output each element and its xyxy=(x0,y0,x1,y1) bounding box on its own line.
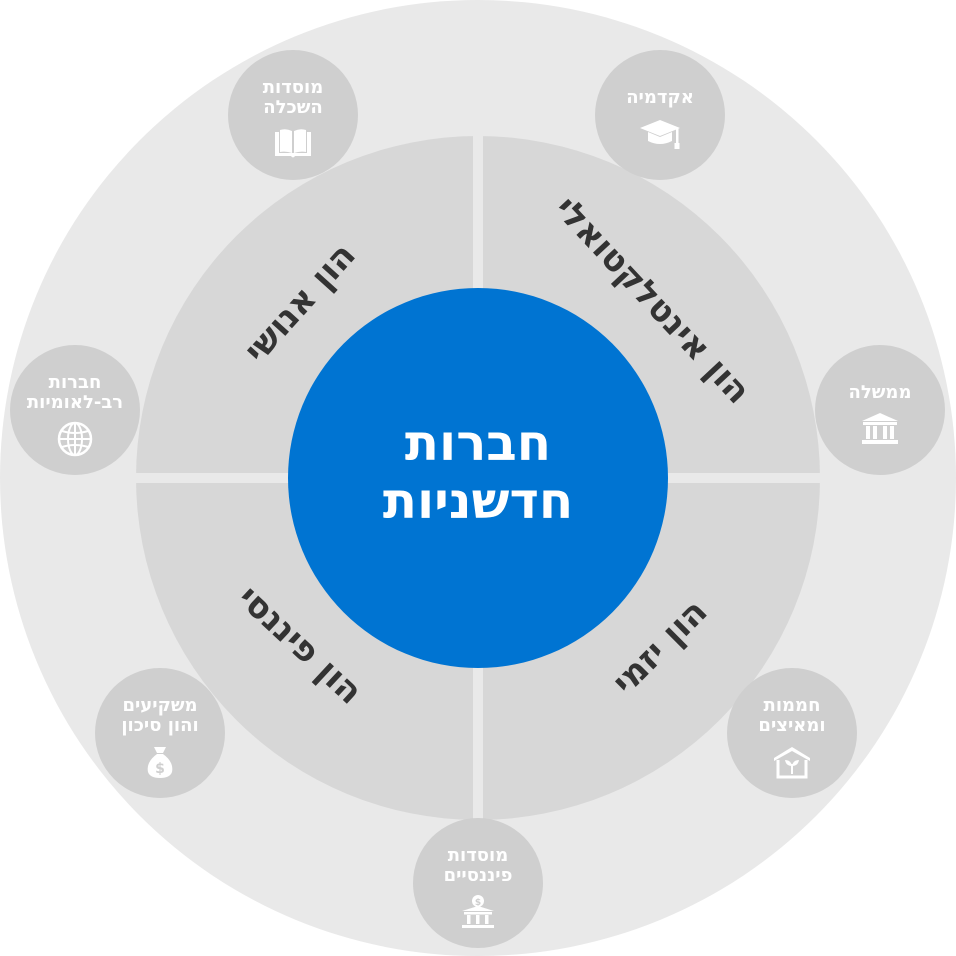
node-academia-line1: אקדמיה xyxy=(626,87,694,108)
center-title: חברות חדשניות xyxy=(288,282,668,662)
center-title-line2: חדשניות xyxy=(382,472,574,530)
node-financial-institutions-line2: פיננסיים xyxy=(443,865,513,886)
money-bag-icon: $ xyxy=(147,747,173,778)
node-education-line2: השכלה xyxy=(263,97,323,118)
node-incubators-line2: ומאיצים xyxy=(758,715,826,736)
greenhouse-icon xyxy=(774,747,810,779)
node-investors: משקיעים והון סיכון $ xyxy=(95,668,225,798)
node-education: מוסדות השכלה xyxy=(228,50,358,180)
book-icon xyxy=(275,129,311,158)
node-investors-line1: משקיעים xyxy=(122,695,198,716)
government-building-icon xyxy=(862,413,898,444)
node-incubators-line1: חממות xyxy=(763,695,821,716)
node-education-line1: מוסדות xyxy=(262,77,324,98)
center-circle xyxy=(288,288,668,668)
node-multinational: חברות רב-לאומיות xyxy=(10,345,140,475)
node-incubators: חממות ומאיצים xyxy=(727,668,857,798)
graduation-cap-icon xyxy=(640,120,680,149)
center-title-line1: חברות xyxy=(404,414,552,472)
node-multinational-line2: רב-לאומיות xyxy=(26,392,124,413)
globe-icon xyxy=(57,421,93,457)
svg-text:$: $ xyxy=(155,761,165,777)
node-investors-line2: והון סיכון xyxy=(121,715,199,736)
node-financial-institutions: מוסדות פיננסיים $ xyxy=(413,818,543,948)
node-multinational-line1: חברות xyxy=(48,372,102,393)
node-financial-institutions-line1: מוסדות xyxy=(447,845,509,866)
node-academia: אקדמיה xyxy=(595,50,725,180)
svg-text:$: $ xyxy=(475,898,481,908)
bank-icon: $ xyxy=(462,895,494,928)
node-government: ממשלה xyxy=(815,345,945,475)
node-government-line1: ממשלה xyxy=(848,382,912,403)
